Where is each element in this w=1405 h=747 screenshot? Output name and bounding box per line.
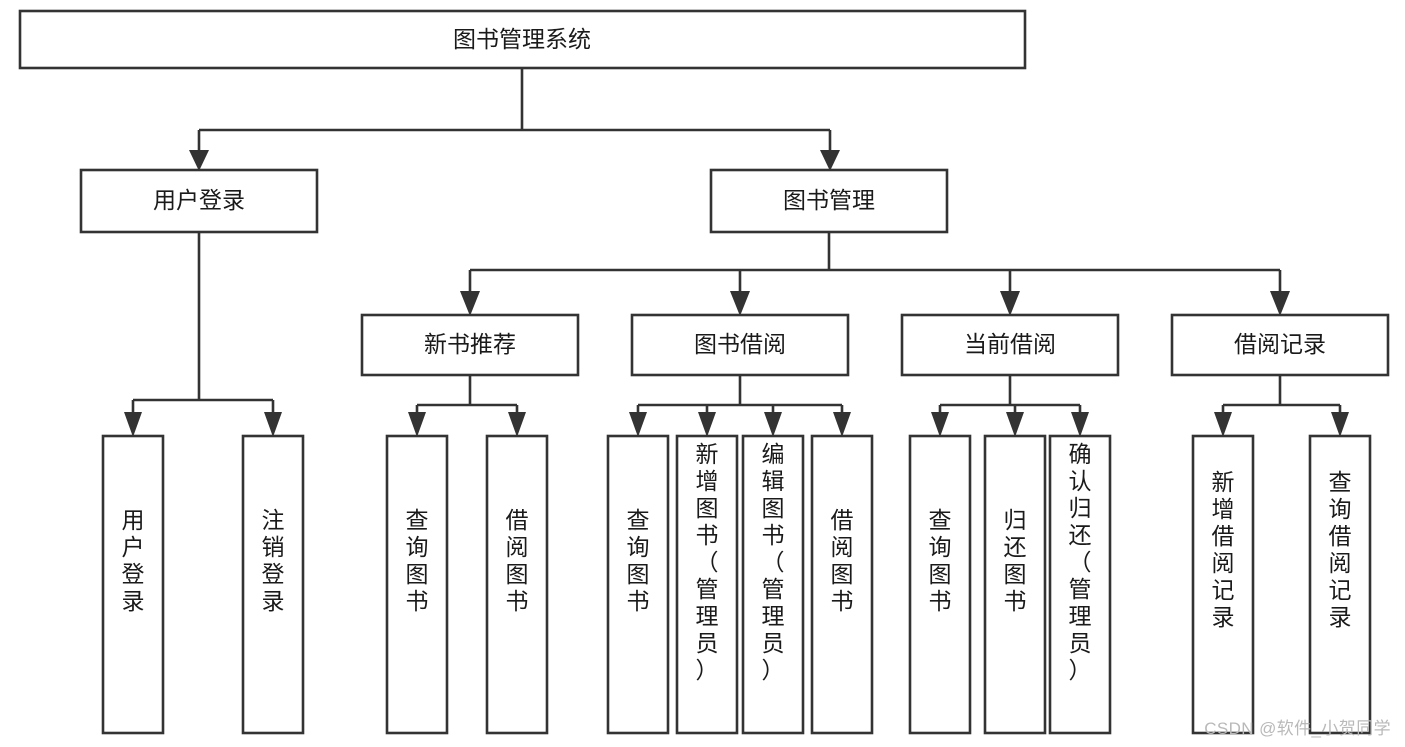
- node-leaf-query-book-rec-box[interactable]: [385, 434, 449, 735]
- node-new-book-rec-box[interactable]: [360, 313, 580, 377]
- arrowhead-leaf-query-book-rec: [408, 412, 426, 437]
- node-leaf-query-record-box[interactable]: [1308, 434, 1372, 735]
- arrowhead-leaf-query-book-b: [629, 412, 647, 437]
- arrowhead-leaf-return-book: [1006, 412, 1024, 437]
- node-user-login[interactable]: 用户登录: [79, 168, 319, 234]
- node-leaf-add-record[interactable]: 新增借阅记录: [1191, 434, 1255, 735]
- arrowhead-leaf-query-book-c: [931, 412, 949, 437]
- node-borrow-record-box[interactable]: [1170, 313, 1390, 377]
- node-leaf-borrow-book-b-label: 借阅图书: [831, 507, 854, 614]
- node-leaf-edit-book[interactable]: 编辑图书（管理员）: [741, 434, 805, 735]
- node-leaf-add-book-box[interactable]: [675, 434, 739, 735]
- node-leaf-add-book[interactable]: 新增图书（管理员）: [675, 434, 739, 735]
- node-leaf-query-record-label: 查询借阅记录: [1329, 469, 1352, 630]
- node-book-borrow[interactable]: 图书借阅: [630, 313, 850, 377]
- edge-currentborrow-to-leaves: [938, 375, 1082, 418]
- arrowhead-leaf-edit-book: [764, 412, 782, 437]
- node-leaf-user-login-box[interactable]: [101, 434, 165, 735]
- node-leaf-return-book-box[interactable]: [983, 434, 1047, 735]
- node-leaf-edit-book-box[interactable]: [741, 434, 805, 735]
- node-leaf-query-book-rec-label: 查询图书: [406, 507, 429, 614]
- arrowhead-book-manage: [820, 150, 840, 171]
- arrowhead-leaf-borrow-book-b: [833, 412, 851, 437]
- arrowhead-user-login: [189, 150, 209, 171]
- node-user-login-label: 用户登录: [153, 187, 245, 213]
- node-new-book-rec-label: 新书推荐: [424, 331, 516, 357]
- node-leaf-return-book-label: 归还图书: [1004, 507, 1027, 614]
- connector-layer: [124, 68, 1349, 437]
- node-book-borrow-box[interactable]: [630, 313, 850, 377]
- node-leaf-add-record-box[interactable]: [1191, 434, 1255, 735]
- arrowhead-book-borrow: [730, 291, 750, 316]
- arrowhead-leaf-add-record: [1214, 412, 1232, 437]
- edge-newbookrec-to-leaves: [415, 375, 519, 418]
- edge-userlogin-to-leaves: [131, 232, 275, 418]
- node-root-label: 图书管理系统: [453, 26, 591, 52]
- arrowhead-new-book-rec: [460, 291, 480, 316]
- arrowhead-current-borrow: [1000, 291, 1020, 316]
- node-book-manage-box[interactable]: [709, 168, 949, 234]
- node-new-book-rec[interactable]: 新书推荐: [360, 313, 580, 377]
- node-current-borrow-box[interactable]: [900, 313, 1120, 377]
- node-leaf-confirm-return-label: 确认归还（管理员）: [1069, 441, 1092, 683]
- node-borrow-record-label: 借阅记录: [1234, 331, 1326, 357]
- node-leaf-query-book-c-box[interactable]: [908, 434, 972, 735]
- arrowhead-leaf-query-record: [1331, 412, 1349, 437]
- edge-bookborrow-to-leaves: [636, 375, 844, 418]
- node-current-borrow-label: 当前借阅: [964, 331, 1056, 357]
- node-user-login-box[interactable]: [79, 168, 319, 234]
- node-leaf-confirm-return-box[interactable]: [1048, 434, 1112, 735]
- node-book-borrow-label: 图书借阅: [694, 331, 786, 357]
- node-current-borrow[interactable]: 当前借阅: [900, 313, 1120, 377]
- node-leaf-borrow-book-b[interactable]: 借阅图书: [810, 434, 874, 735]
- node-leaf-user-logout-box[interactable]: [241, 434, 305, 735]
- arrowhead-leaf-user-login: [124, 412, 142, 437]
- arrowhead-leaf-borrow-book-rec: [508, 412, 526, 437]
- node-leaf-query-book-b-box[interactable]: [606, 434, 670, 735]
- node-leaf-edit-book-label: 编辑图书（管理员）: [762, 441, 785, 683]
- node-leaf-query-book-c-label: 查询图书: [929, 507, 952, 614]
- node-leaf-borrow-book-rec[interactable]: 借阅图书: [485, 434, 549, 735]
- node-leaf-query-book-b[interactable]: 查询图书: [606, 434, 670, 735]
- node-root[interactable]: 图书管理系统: [18, 9, 1027, 70]
- node-leaf-query-book-b-label: 查询图书: [627, 507, 650, 614]
- node-leaf-borrow-book-rec-box[interactable]: [485, 434, 549, 735]
- node-leaf-query-record[interactable]: 查询借阅记录: [1308, 434, 1372, 735]
- node-leaf-user-login-label: 用户登录: [122, 507, 145, 614]
- edge-root-to-level2: [197, 68, 832, 155]
- node-leaf-user-logout-label: 注销登录: [262, 507, 285, 614]
- arrowhead-leaf-add-book: [698, 412, 716, 437]
- node-leaf-user-login[interactable]: 用户登录: [101, 434, 165, 735]
- node-borrow-record[interactable]: 借阅记录: [1170, 313, 1390, 377]
- node-leaf-borrow-book-b-box[interactable]: [810, 434, 874, 735]
- arrowhead-borrow-record: [1270, 291, 1290, 316]
- edge-borrowrecord-to-leaves: [1221, 375, 1342, 418]
- node-root-box[interactable]: [18, 9, 1027, 70]
- node-leaf-user-logout[interactable]: 注销登录: [241, 434, 305, 735]
- arrowhead-leaf-confirm-return: [1071, 412, 1089, 437]
- node-leaf-return-book[interactable]: 归还图书: [983, 434, 1047, 735]
- node-book-manage-label: 图书管理: [783, 187, 875, 213]
- node-leaf-query-book-rec[interactable]: 查询图书: [385, 434, 449, 735]
- node-leaf-add-book-label: 新增图书（管理员）: [696, 441, 719, 683]
- node-leaf-query-book-c[interactable]: 查询图书: [908, 434, 972, 735]
- node-leaf-confirm-return[interactable]: 确认归还（管理员）: [1048, 434, 1112, 735]
- node-book-manage[interactable]: 图书管理: [709, 168, 949, 234]
- edge-bookmanage-to-level3: [468, 232, 1282, 296]
- node-leaf-borrow-book-rec-label: 借阅图书: [506, 507, 529, 614]
- arrowhead-leaf-user-logout: [264, 412, 282, 437]
- node-leaf-add-record-label: 新增借阅记录: [1212, 469, 1235, 630]
